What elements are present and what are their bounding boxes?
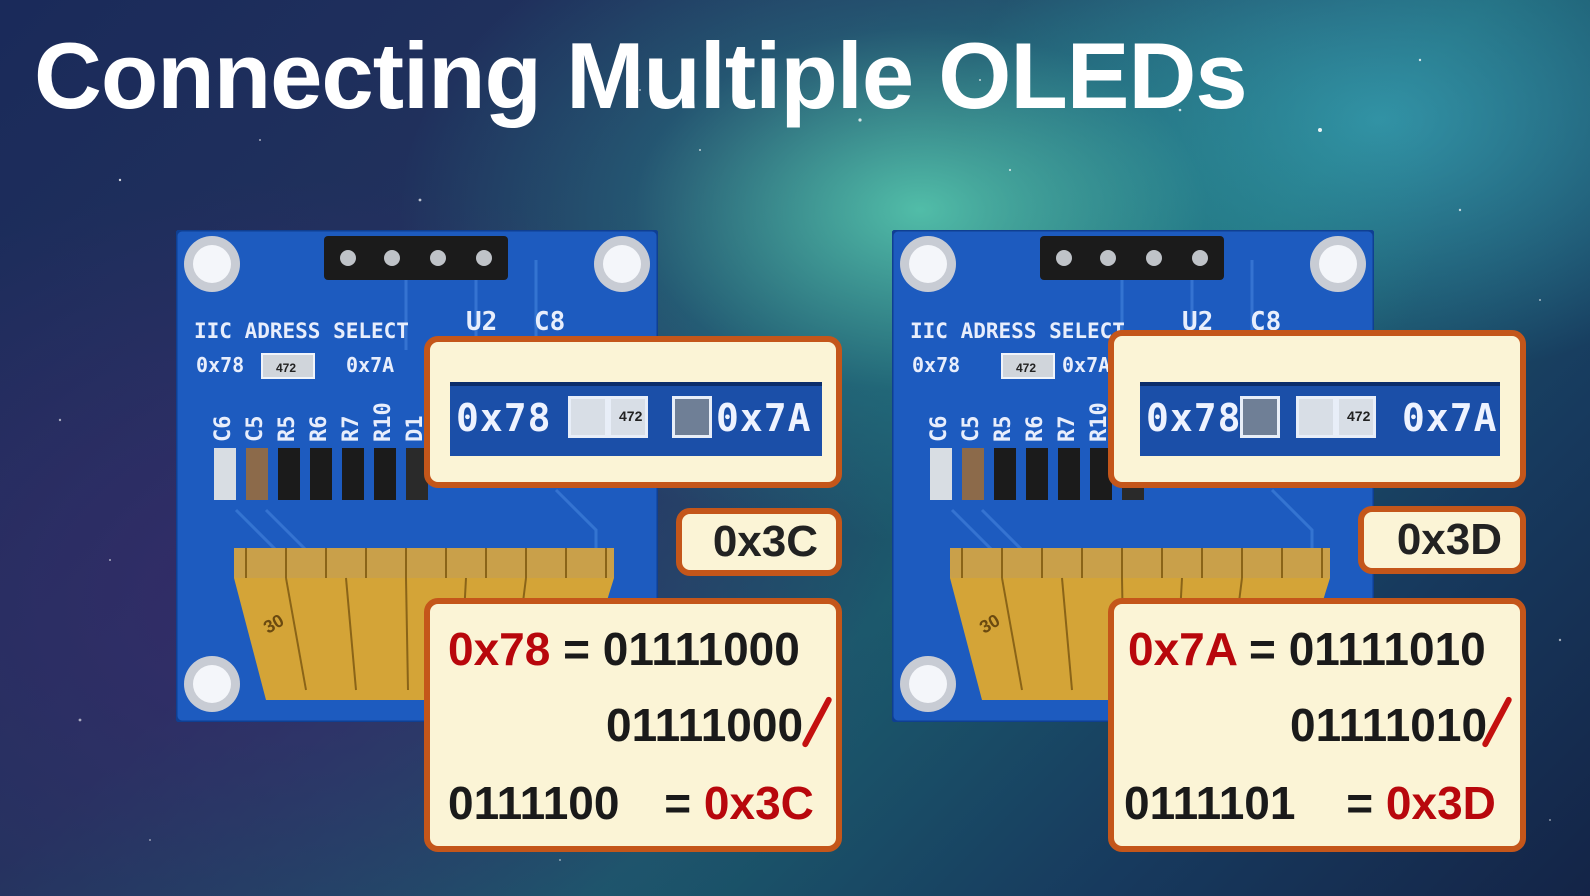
calc-result: 0x3C <box>703 777 814 829</box>
silkscreen-c8: C8 <box>534 307 565 337</box>
silkscreen-resistor: 472 <box>1016 361 1036 375</box>
calc-result: 0x3D <box>1385 777 1496 829</box>
silkscreen-right-addr: 0x7A <box>346 353 394 377</box>
address-label-2: 0x3D <box>1358 506 1526 574</box>
silkscreen-resistor: 472 <box>276 361 296 375</box>
calculation-box-1: 0x78 = 01111000 01111000 0111100 = 0x3C <box>424 598 842 852</box>
zoom-pcb-strip: 0x78 472 0x7A <box>450 382 822 456</box>
zoom-callout-2: 0x78 472 0x7A <box>1108 330 1526 488</box>
silkscreen-header: IIC ADRESS SELECT <box>910 319 1125 343</box>
silkscreen-u2: U2 <box>466 307 497 337</box>
silkscreen-left-addr: 0x78 <box>912 353 960 377</box>
silkscreen-header: IIC ADRESS SELECT <box>194 319 409 343</box>
calc-row-2: 01111000 <box>606 698 803 752</box>
resistor-pad-icon: 472 <box>1336 396 1376 438</box>
silkscreen-component: R10 <box>371 402 396 442</box>
resistor-pad-icon <box>568 396 608 438</box>
calc-binary: 01111010 <box>1288 623 1486 675</box>
calc-row-1: 0x7A = 01111010 <box>1128 622 1486 676</box>
pin-header-icon <box>1040 236 1224 280</box>
strike-through-mark <box>801 695 833 749</box>
address-label-1: 0x3C <box>676 508 842 576</box>
silkscreen-right-addr: 0x7A <box>1062 353 1110 377</box>
slide-title: Connecting Multiple OLEDs <box>34 23 1248 128</box>
calc-equals: = <box>664 777 692 829</box>
smd-components-icon <box>214 448 428 500</box>
empty-pad-icon <box>1240 396 1280 438</box>
silkscreen-component: R5 <box>275 416 300 443</box>
pin-header-icon <box>324 236 508 280</box>
calc-equals: = <box>1249 623 1276 675</box>
calc-shifted: 0111101 <box>1124 777 1296 829</box>
resistor-pad-icon: 472 <box>608 396 648 438</box>
silkscreen-component: R5 <box>991 416 1016 443</box>
calc-row-2: 01111010 <box>1290 698 1487 752</box>
resistor-pad-icon <box>1296 396 1336 438</box>
zoom-left-addr: 0x78 <box>456 396 552 440</box>
calc-row-1: 0x78 = 01111000 <box>448 622 800 676</box>
calc-hex: 0x7A <box>1128 623 1237 675</box>
mounting-hole-icon <box>184 236 650 712</box>
silkscreen-component: R7 <box>1055 416 1080 443</box>
silkscreen-left-addr: 0x78 <box>196 353 244 377</box>
mounting-hole-icon <box>900 236 1366 712</box>
silkscreen-component: R10 <box>1087 402 1112 442</box>
zoom-callout-1: 0x78 472 0x7A <box>424 336 842 488</box>
calc-shifted: 0111100 <box>448 777 620 829</box>
zoom-left-addr: 0x78 <box>1146 396 1242 440</box>
silkscreen-component: C5 <box>959 416 984 443</box>
calc-row-3: 0111100 = 0x3C <box>448 776 814 830</box>
silkscreen-component: D1 <box>403 416 428 443</box>
zoom-right-addr: 0x7A <box>1402 396 1498 440</box>
zoom-right-addr: 0x7A <box>716 396 812 440</box>
silkscreen-component: C6 <box>927 416 952 443</box>
calc-equals: = <box>563 623 590 675</box>
calculation-box-2: 0x7A = 01111010 01111010 0111101 = 0x3D <box>1108 598 1526 852</box>
silkscreen-component: R7 <box>339 416 364 443</box>
silkscreen-component: R6 <box>307 416 332 443</box>
silkscreen-component: C5 <box>243 416 268 443</box>
calc-binary-repeat: 01111010 <box>1290 699 1488 751</box>
calc-hex: 0x78 <box>448 623 551 675</box>
silkscreen-component: C6 <box>211 416 236 443</box>
calc-equals: = <box>1346 777 1374 829</box>
zoom-pcb-strip: 0x78 472 0x7A <box>1140 382 1500 456</box>
calc-binary-repeat: 01111000 <box>606 699 804 751</box>
calc-binary: 01111000 <box>602 623 800 675</box>
zoom-resistor-label: 472 <box>619 408 643 424</box>
silkscreen-component: R6 <box>1023 416 1048 443</box>
empty-pad-icon <box>672 396 712 438</box>
calc-row-3: 0111101 = 0x3D <box>1124 776 1496 830</box>
zoom-resistor-label: 472 <box>1347 408 1371 424</box>
